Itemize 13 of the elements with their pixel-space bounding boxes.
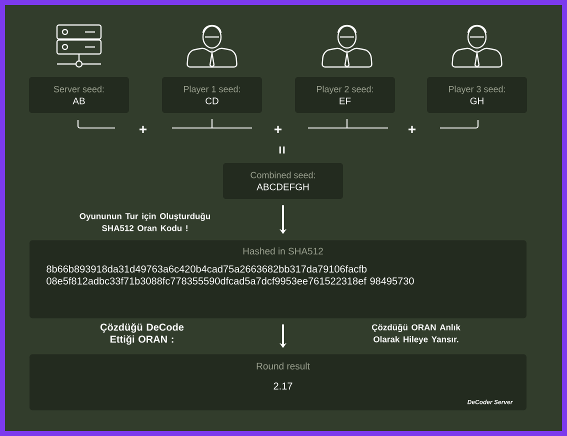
plus-sign: + (140, 126, 147, 133)
seed-box: Player 2 seed: EF (295, 77, 395, 113)
plus-sign: + (274, 126, 282, 133)
seed-box: Player 3 seed: GH (427, 77, 527, 113)
plus-sign: + (408, 126, 416, 133)
hash-panel: Hashed in SHA512 8b66b893918da31d49763a6c420b4cad75a2663682bb317da79106facfb 08e5f812adbc33f71b3088fc778355590dfcad5a7dcf9953ee761522318ef 98495730 (30, 240, 526, 318)
equals-sign: = (279, 146, 285, 154)
seed-box: Combined seed: ABCDEFGH (223, 163, 343, 199)
note: Çözdüğü ORAN Anlık Olarak Hileye Yansır. (372, 324, 460, 344)
seed-box: Player 1 seed: CD (162, 77, 262, 113)
seed-box: Server seed: AB (29, 77, 129, 113)
note: Oyununun Tur için Oluşturduğu SHA512 Oran Kodu ! (80, 212, 210, 232)
note: Çözdüğü DeCode Ettiği ORAN : (100, 323, 184, 345)
